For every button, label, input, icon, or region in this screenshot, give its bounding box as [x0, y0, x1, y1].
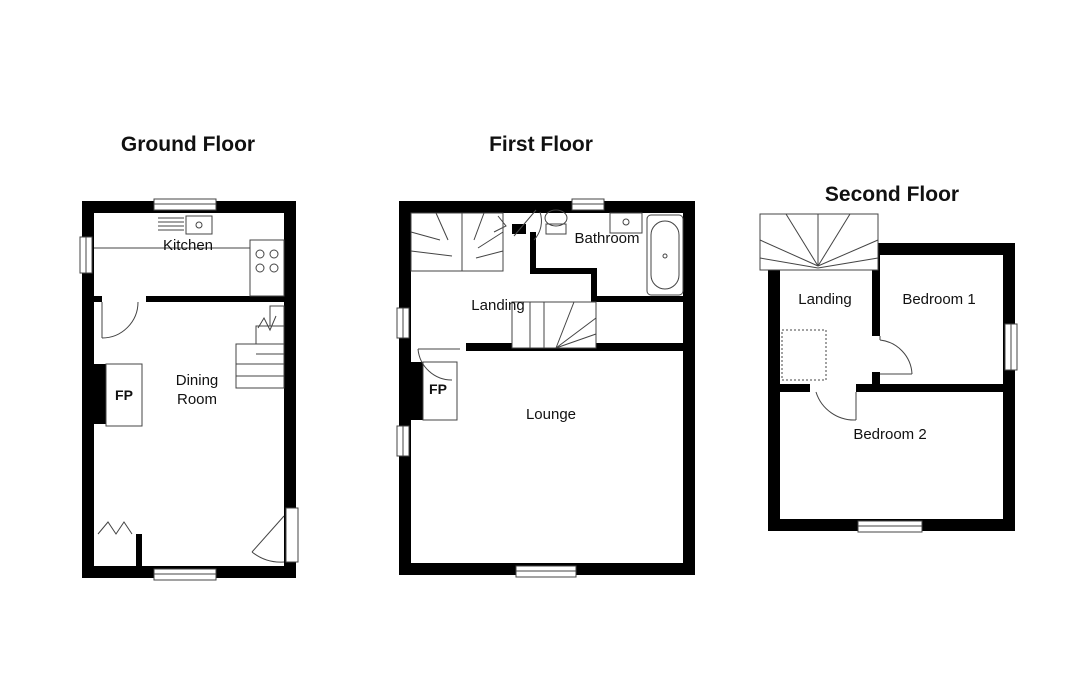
- bathroom-label: Bathroom: [574, 230, 639, 247]
- bedroom1-label: Bedroom 1: [902, 291, 975, 308]
- first-landing-label: Landing: [471, 297, 524, 314]
- second-landing-label: Landing: [798, 291, 851, 308]
- ground-floor: Ground Floor: [79, 133, 299, 581]
- second-floor-walls: [768, 243, 1015, 531]
- ground-fireplace: [105, 363, 143, 427]
- ground-floor-doors: [97, 301, 285, 563]
- kitchen-label: Kitchen: [163, 237, 213, 254]
- second-floor-title: Second Floor: [825, 183, 959, 206]
- second-floor-windows: [857, 323, 1018, 533]
- bathroom-fittings: [544, 209, 684, 296]
- ground-floor-stairs: [235, 305, 285, 389]
- lounge-label: Lounge: [526, 406, 576, 423]
- second-floor: Second Floor: [759, 183, 1018, 533]
- ground-floor-windows: [79, 198, 299, 581]
- first-floor: First Floor: [396, 133, 695, 578]
- first-fireplace: [422, 361, 458, 421]
- ground-floor-title: Ground Floor: [121, 133, 255, 156]
- first-floor-doors: [417, 209, 542, 381]
- second-floor-stairs: [759, 213, 879, 381]
- ground-fp-label: FP: [115, 387, 133, 403]
- first-fp-label: FP: [429, 381, 447, 397]
- dining-room-label-line2: Room: [177, 391, 217, 408]
- first-floor-title: First Floor: [489, 133, 593, 156]
- kitchen-fittings: [94, 215, 285, 297]
- bedroom2-label: Bedroom 2: [853, 426, 926, 443]
- first-floor-windows: [396, 198, 605, 578]
- dining-room-label-line1: Dining: [176, 372, 219, 389]
- second-floor-doors: [815, 336, 913, 421]
- ground-floor-walls: [82, 201, 296, 578]
- first-floor-stairs: [410, 212, 597, 349]
